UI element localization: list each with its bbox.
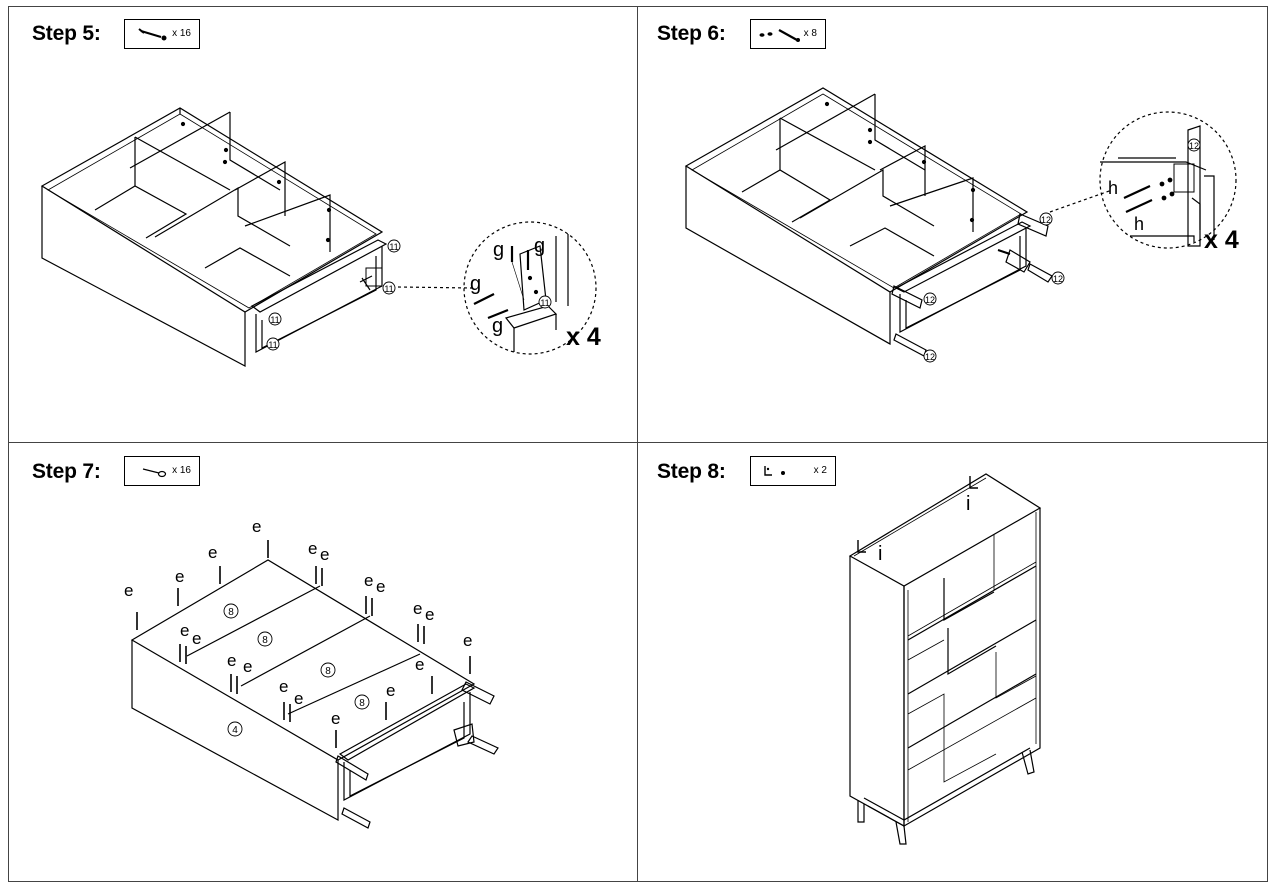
wall-bracket-icon xyxy=(764,466,785,476)
svg-text:8: 8 xyxy=(228,607,234,618)
svg-text:11: 11 xyxy=(268,340,277,350)
svg-text:11: 11 xyxy=(540,298,549,308)
divider-vertical xyxy=(637,6,638,882)
fastener-label-g: g xyxy=(492,315,503,337)
fastener-label-h: h xyxy=(1108,178,1118,198)
svg-text:11: 11 xyxy=(384,284,393,294)
step-6-callouts: 12 12 12 12 12 h h x 4 xyxy=(923,138,1239,363)
fastener-label-e: e xyxy=(252,517,261,536)
step-5-illustration xyxy=(40,107,597,367)
part-callout-11: 11 xyxy=(538,295,552,309)
step-8-title: Step 8: xyxy=(657,460,726,483)
cam-bolt-labels: e e e e e e e e e e e e e e e e e e e e xyxy=(124,517,472,728)
cam-bolt-icon xyxy=(142,468,167,478)
step-7-title: Step 7: xyxy=(32,460,101,483)
fastener-label-e: e xyxy=(279,677,288,696)
fastener-label-e: e xyxy=(180,621,189,640)
fastener-label-e: e xyxy=(331,709,340,728)
part-callout-11: 11 xyxy=(268,312,282,326)
svg-text:11: 11 xyxy=(389,242,398,252)
long-screw-icon xyxy=(138,28,167,41)
step-5-hardware-qty: x 16 xyxy=(172,28,191,39)
fastener-label-e: e xyxy=(208,543,217,562)
fastener-label-e: e xyxy=(386,681,395,700)
part-callout-12: 12 xyxy=(1187,138,1201,152)
fastener-label-e: e xyxy=(415,655,424,674)
fastener-label-i: i xyxy=(878,543,882,565)
fastener-label-e: e xyxy=(308,539,317,558)
fastener-label-e: e xyxy=(463,631,472,650)
fastener-label-e: e xyxy=(243,657,252,676)
step-7-hardware-box: x 16 xyxy=(124,456,200,486)
step-6-title: Step 6: xyxy=(657,22,726,45)
part-callout-12: 12 xyxy=(1039,212,1053,226)
fastener-label-e: e xyxy=(364,571,373,590)
fastener-label-h: h xyxy=(1134,214,1144,234)
part-callout-11: 11 xyxy=(266,337,280,351)
fastener-label-e: e xyxy=(192,629,201,648)
divider-horizontal xyxy=(8,442,1268,443)
svg-text:12: 12 xyxy=(925,295,935,305)
fastener-label-e: e xyxy=(294,689,303,708)
step-6-hardware-qty: x 8 xyxy=(803,28,817,39)
step-7-illustration xyxy=(130,559,499,829)
step-5-hardware-box: x 16 xyxy=(124,19,200,49)
part-callout-12: 12 xyxy=(1051,271,1065,285)
fastener-label-e: e xyxy=(425,605,434,624)
svg-text:12: 12 xyxy=(1189,141,1199,151)
step-5-multiplier: x 4 xyxy=(566,323,601,351)
svg-text:12: 12 xyxy=(1041,215,1051,225)
fastener-label-i: i xyxy=(966,493,970,515)
step-7-hardware-qty: x 16 xyxy=(172,465,191,476)
step-5-callouts: 11 11 11 11 11 g g g g x 4 xyxy=(266,235,601,351)
svg-text:8: 8 xyxy=(262,635,268,646)
fastener-label-e: e xyxy=(124,581,133,600)
step-6-hardware-box: x 8 xyxy=(750,19,826,49)
svg-text:12: 12 xyxy=(1053,274,1063,284)
part-callout-11: 11 xyxy=(387,239,401,253)
part-callout-8: 8 xyxy=(354,694,370,710)
part-callout-8: 8 xyxy=(320,662,336,678)
step-6-multiplier: x 4 xyxy=(1204,226,1239,254)
part-callout-4: 4 xyxy=(227,721,243,737)
fastener-label-e: e xyxy=(227,651,236,670)
part-callout-8: 8 xyxy=(223,603,239,619)
fastener-label-g: g xyxy=(493,239,504,261)
svg-text:4: 4 xyxy=(232,725,238,736)
svg-text:8: 8 xyxy=(359,698,365,709)
fastener-label-g: g xyxy=(470,273,481,295)
fastener-label-g: g xyxy=(534,235,545,257)
part-callout-11: 11 xyxy=(382,281,396,295)
bolt-and-washers-icon xyxy=(759,29,800,42)
svg-text:12: 12 xyxy=(925,352,935,362)
fastener-label-e: e xyxy=(175,567,184,586)
step-8-hardware-box: x 2 xyxy=(750,456,836,486)
step-6-illustration xyxy=(684,87,1237,357)
fastener-label-e: e xyxy=(320,545,329,564)
svg-text:11: 11 xyxy=(270,315,279,325)
svg-text:8: 8 xyxy=(325,666,331,677)
fastener-label-e: e xyxy=(376,577,385,596)
part-callout-8: 8 xyxy=(257,631,273,647)
step-8-hardware-qty: x 2 xyxy=(813,465,827,476)
part-callout-12: 12 xyxy=(923,349,937,363)
fastener-label-e: e xyxy=(413,599,422,618)
step-5-title: Step 5: xyxy=(32,22,101,45)
step-7-callouts: e e e e e e e e e e e e e e e e e e e e … xyxy=(124,517,472,748)
part-callout-12: 12 xyxy=(923,292,937,306)
instruction-sheet xyxy=(8,6,1268,882)
